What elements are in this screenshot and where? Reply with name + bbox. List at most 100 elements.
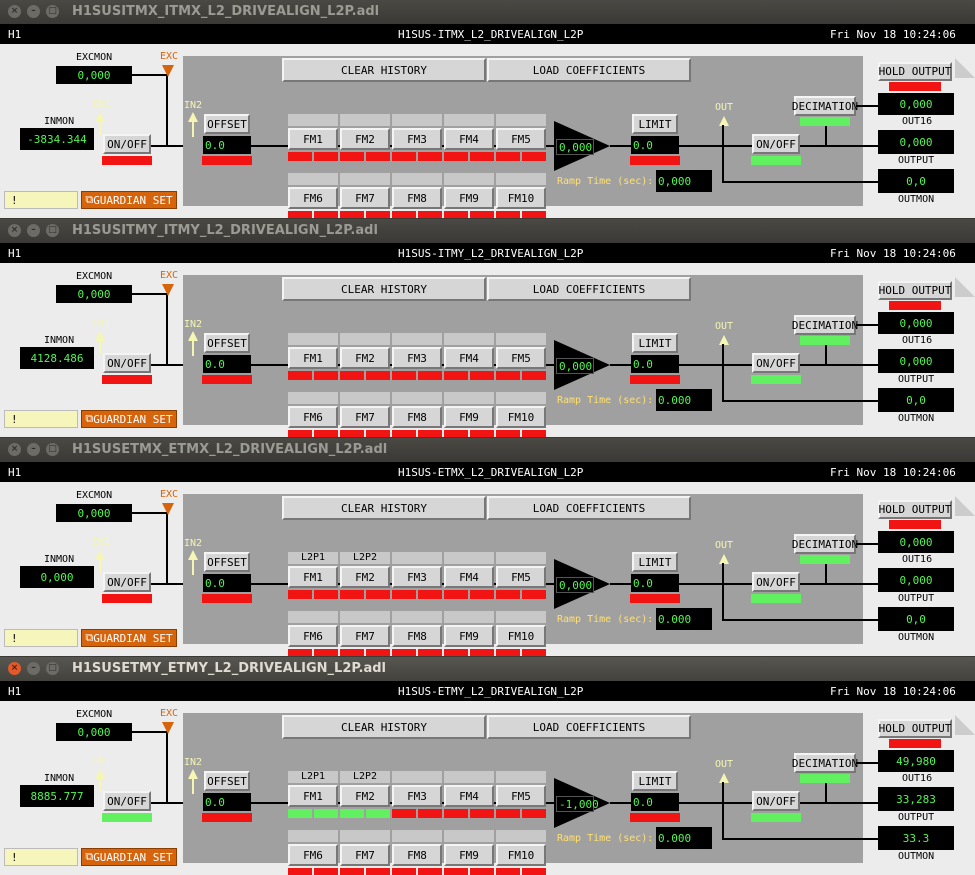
fm5-button[interactable]: FM5 xyxy=(496,128,546,150)
hold-output-button[interactable]: HOLD OUTPUT xyxy=(878,500,952,519)
fm4-button[interactable]: FM4 xyxy=(444,128,494,150)
input-on-off-button[interactable]: ON/OFF xyxy=(103,791,151,811)
output-on-off-button[interactable]: ON/OFF xyxy=(752,134,800,154)
minimize-icon[interactable]: – xyxy=(27,443,40,456)
offset-field[interactable]: 0.0 xyxy=(203,355,251,373)
limit-field[interactable]: 0.0 xyxy=(631,136,679,154)
fm1-button[interactable]: FM1 xyxy=(288,566,338,588)
fm5-button[interactable]: FM5 xyxy=(496,566,546,588)
ramp-time-field[interactable]: 0.000 xyxy=(656,608,712,630)
maximize-icon[interactable]: □ xyxy=(46,662,59,675)
limit-button[interactable]: LIMIT xyxy=(632,771,678,791)
fm10-button[interactable]: FM10 xyxy=(496,625,546,647)
guardian-set-button[interactable]: ⧉ GUARDIAN SET xyxy=(81,191,177,209)
minimize-icon[interactable]: – xyxy=(27,224,40,237)
fm9-button[interactable]: FM9 xyxy=(444,844,494,866)
load-coefficients-button[interactable]: LOAD COEFFICIENTS xyxy=(487,496,691,520)
guardian-set-button[interactable]: ⧉ GUARDIAN SET xyxy=(81,410,177,428)
fm1-button[interactable]: FM1 xyxy=(288,785,338,807)
limit-field[interactable]: 0.0 xyxy=(631,574,679,592)
clear-history-button[interactable]: CLEAR HISTORY xyxy=(282,496,486,520)
offset-field[interactable]: 0.0 xyxy=(203,136,251,154)
fm8-button[interactable]: FM8 xyxy=(392,844,442,866)
gain-field[interactable]: 0,000 xyxy=(556,139,594,155)
load-coefficients-button[interactable]: LOAD COEFFICIENTS xyxy=(487,277,691,301)
maximize-icon[interactable]: □ xyxy=(46,5,59,18)
fm5-button[interactable]: FM5 xyxy=(496,785,546,807)
load-coefficients-button[interactable]: LOAD COEFFICIENTS xyxy=(487,58,691,82)
ramp-time-field[interactable]: 0,000 xyxy=(656,170,712,192)
user-message-field[interactable]: ! xyxy=(4,629,78,647)
minimize-icon[interactable]: – xyxy=(27,662,40,675)
user-message-field[interactable]: ! xyxy=(4,848,78,866)
close-icon[interactable]: × xyxy=(8,443,21,456)
fm3-button[interactable]: FM3 xyxy=(392,566,442,588)
fm7-button[interactable]: FM7 xyxy=(340,844,390,866)
maximize-icon[interactable]: □ xyxy=(46,443,59,456)
fm4-button[interactable]: FM4 xyxy=(444,347,494,369)
fm1-button[interactable]: FM1 xyxy=(288,347,338,369)
fm9-button[interactable]: FM9 xyxy=(444,187,494,209)
fm5-button[interactable]: FM5 xyxy=(496,347,546,369)
output-on-off-button[interactable]: ON/OFF xyxy=(752,572,800,592)
minimize-icon[interactable]: – xyxy=(27,5,40,18)
gain-field[interactable]: 0,000 xyxy=(556,577,594,593)
offset-button[interactable]: OFFSET xyxy=(204,114,250,134)
decimation-button[interactable]: DECIMATION xyxy=(792,96,858,116)
limit-button[interactable]: LIMIT xyxy=(632,552,678,572)
hold-output-button[interactable]: HOLD OUTPUT xyxy=(878,281,952,300)
fm4-button[interactable]: FM4 xyxy=(444,566,494,588)
close-icon[interactable]: × xyxy=(8,662,21,675)
limit-field[interactable]: 0.0 xyxy=(631,793,679,811)
fm2-button[interactable]: FM2 xyxy=(340,128,390,150)
hold-output-button[interactable]: HOLD OUTPUT xyxy=(878,62,952,81)
fm9-button[interactable]: FM9 xyxy=(444,625,494,647)
input-on-off-button[interactable]: ON/OFF xyxy=(103,353,151,373)
fm10-button[interactable]: FM10 xyxy=(496,844,546,866)
fm8-button[interactable]: FM8 xyxy=(392,406,442,428)
decimation-button[interactable]: DECIMATION xyxy=(792,534,858,554)
fm9-button[interactable]: FM9 xyxy=(444,406,494,428)
gain-field[interactable]: 0,000 xyxy=(556,358,594,374)
fm3-button[interactable]: FM3 xyxy=(392,347,442,369)
limit-button[interactable]: LIMIT xyxy=(632,114,678,134)
maximize-icon[interactable]: □ xyxy=(46,224,59,237)
user-message-field[interactable]: ! xyxy=(4,191,78,209)
guardian-set-button[interactable]: ⧉ GUARDIAN SET xyxy=(81,629,177,647)
close-icon[interactable]: × xyxy=(8,5,21,18)
input-on-off-button[interactable]: ON/OFF xyxy=(103,572,151,592)
offset-button[interactable]: OFFSET xyxy=(204,771,250,791)
fm6-button[interactable]: FM6 xyxy=(288,625,338,647)
gain-field[interactable]: -1,000 xyxy=(556,796,599,812)
fm2-button[interactable]: FM2 xyxy=(340,785,390,807)
fm3-button[interactable]: FM3 xyxy=(392,785,442,807)
fm7-button[interactable]: FM7 xyxy=(340,187,390,209)
decimation-button[interactable]: DECIMATION xyxy=(792,753,858,773)
user-message-field[interactable]: ! xyxy=(4,410,78,428)
fm6-button[interactable]: FM6 xyxy=(288,844,338,866)
fm7-button[interactable]: FM7 xyxy=(340,625,390,647)
output-on-off-button[interactable]: ON/OFF xyxy=(752,353,800,373)
offset-button[interactable]: OFFSET xyxy=(204,333,250,353)
limit-button[interactable]: LIMIT xyxy=(632,333,678,353)
fm2-button[interactable]: FM2 xyxy=(340,566,390,588)
fm2-button[interactable]: FM2 xyxy=(340,347,390,369)
offset-field[interactable]: 0.0 xyxy=(203,574,251,592)
offset-field[interactable]: 0.0 xyxy=(203,793,251,811)
limit-field[interactable]: 0.0 xyxy=(631,355,679,373)
fm8-button[interactable]: FM8 xyxy=(392,187,442,209)
fm6-button[interactable]: FM6 xyxy=(288,406,338,428)
fm8-button[interactable]: FM8 xyxy=(392,625,442,647)
fm10-button[interactable]: FM10 xyxy=(496,406,546,428)
offset-button[interactable]: OFFSET xyxy=(204,552,250,572)
clear-history-button[interactable]: CLEAR HISTORY xyxy=(282,58,486,82)
fm1-button[interactable]: FM1 xyxy=(288,128,338,150)
decimation-button[interactable]: DECIMATION xyxy=(792,315,858,335)
input-on-off-button[interactable]: ON/OFF xyxy=(103,134,151,154)
load-coefficients-button[interactable]: LOAD COEFFICIENTS xyxy=(487,715,691,739)
clear-history-button[interactable]: CLEAR HISTORY xyxy=(282,715,486,739)
clear-history-button[interactable]: CLEAR HISTORY xyxy=(282,277,486,301)
fm7-button[interactable]: FM7 xyxy=(340,406,390,428)
fm4-button[interactable]: FM4 xyxy=(444,785,494,807)
fm6-button[interactable]: FM6 xyxy=(288,187,338,209)
